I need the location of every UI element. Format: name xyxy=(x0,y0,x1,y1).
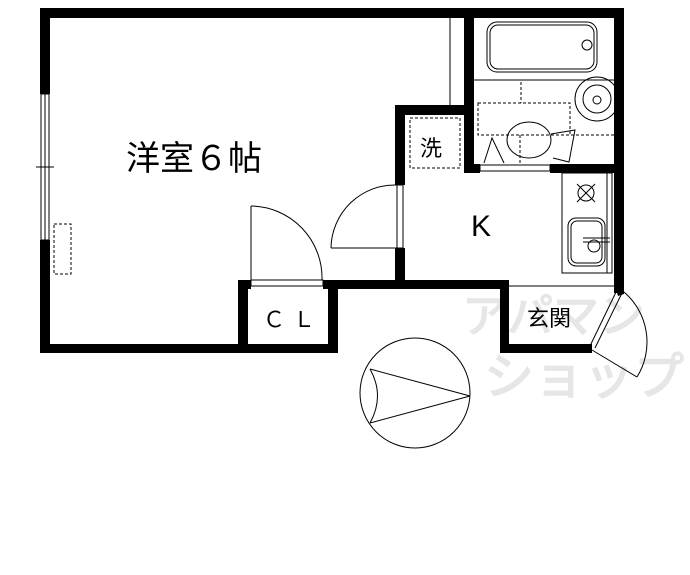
svg-text:ショップ: ショップ xyxy=(484,348,684,406)
plant-symbol xyxy=(359,337,471,449)
washer-label: 洗 xyxy=(420,137,442,162)
washer-space xyxy=(409,117,461,169)
bathtub xyxy=(486,21,598,73)
closet-door xyxy=(250,205,324,287)
kitchen-counter xyxy=(561,172,613,274)
svg-text:アパマン: アパマン xyxy=(462,289,645,343)
closet-label: ＣＬ xyxy=(263,307,323,332)
kitchen-door xyxy=(330,184,404,249)
walls xyxy=(40,8,624,353)
door-corner xyxy=(614,283,624,296)
wash-basin-icon xyxy=(574,76,620,122)
gas-stove-icon xyxy=(576,183,596,203)
entrance-door xyxy=(589,289,648,378)
toilet-icon xyxy=(477,82,614,164)
window-left xyxy=(36,93,54,241)
watermark: アパマン ショップ xyxy=(462,289,684,406)
bath-door-opening xyxy=(479,164,551,172)
aircon-outline xyxy=(53,223,72,275)
kitchen-sink-icon xyxy=(567,217,610,267)
western-room-label: 洋室６帖 xyxy=(126,139,262,179)
kitchen-label: K xyxy=(471,210,491,243)
entrance-label: 玄関 xyxy=(527,307,571,332)
